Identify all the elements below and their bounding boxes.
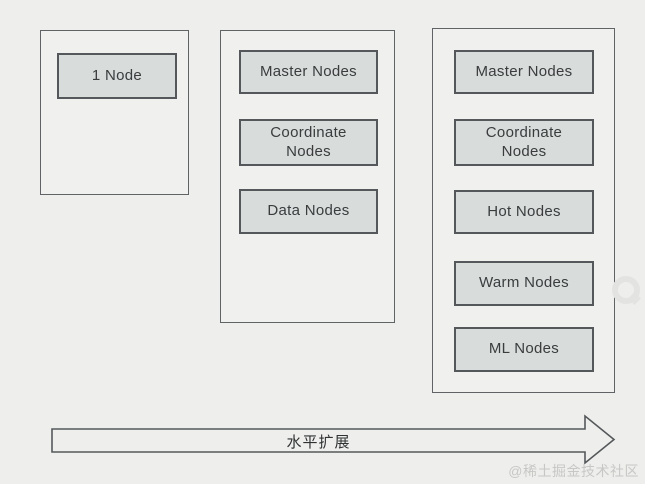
node-label: Master Nodes (475, 62, 573, 80)
node-box: 1 Node (57, 53, 177, 99)
node-label: Data Nodes (267, 202, 350, 220)
node-label: 1 Node (91, 66, 143, 84)
node-label: Coordinate Nodes (270, 123, 347, 160)
cluster-box-five-roles: Master Nodes Coordinate Nodes Hot Nodes … (432, 28, 615, 393)
node-box: Data Nodes (239, 189, 378, 234)
watermark-text: @稀土掘金技术社区 (508, 463, 639, 479)
node-label: Warm Nodes (479, 274, 569, 292)
horizontal-scale-arrow-icon (51, 414, 616, 465)
juejin-logo-watermark-icon (612, 276, 640, 304)
node-label: Coordinate Nodes (485, 123, 563, 160)
scale-arrow-label: 水平扩展 (286, 433, 351, 451)
node-box: Master Nodes (239, 50, 378, 94)
cluster-box-three-roles: Master Nodes Coordinate Nodes Data Nodes (220, 30, 395, 323)
node-box: Warm Nodes (454, 261, 594, 306)
node-box: Hot Nodes (454, 190, 594, 234)
node-label: Master Nodes (260, 62, 357, 80)
node-box: Coordinate Nodes (239, 119, 378, 166)
node-label: ML Nodes (488, 340, 560, 358)
cluster-box-single-node: 1 Node (40, 30, 189, 195)
node-box: Master Nodes (454, 50, 594, 94)
node-box: Coordinate Nodes (454, 119, 594, 166)
node-box: ML Nodes (454, 327, 594, 372)
node-label: Hot Nodes (487, 202, 561, 220)
